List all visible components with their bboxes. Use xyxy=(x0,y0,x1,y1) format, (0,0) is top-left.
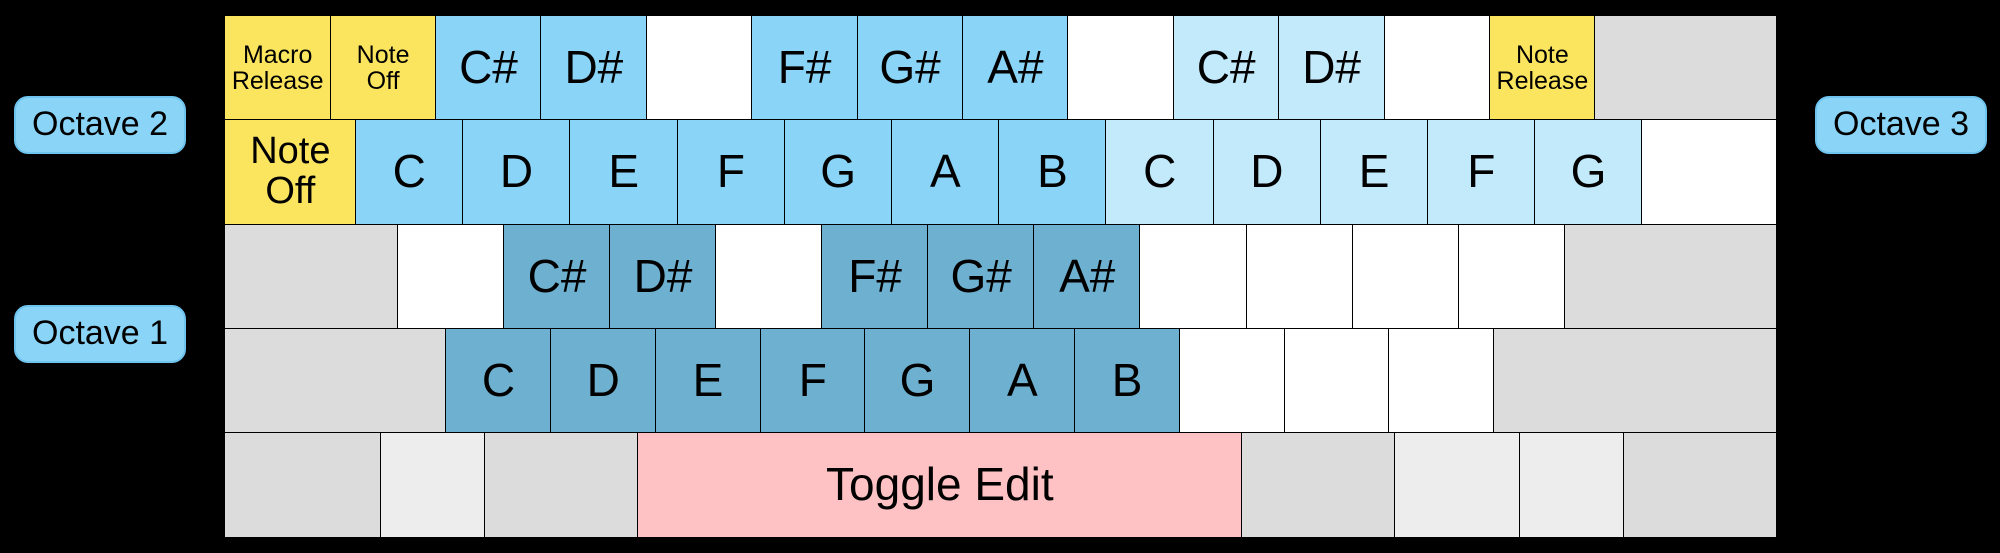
key-b[interactable]: B xyxy=(1073,327,1181,434)
row-asdf: C#D# F#G#A# xyxy=(224,223,1777,330)
octave-1-label: Octave 1 xyxy=(14,305,187,363)
key-blank-3-9 xyxy=(1283,327,1390,434)
key-e[interactable]: E xyxy=(569,119,679,226)
key-blank-0-8 xyxy=(1067,15,1175,121)
key-d[interactable]: D xyxy=(462,119,571,226)
key-blank-3-8 xyxy=(1178,327,1286,434)
octave-2-label: Octave 2 xyxy=(14,96,187,154)
key-macro-release[interactable]: Macro Release xyxy=(224,15,332,121)
key-blank-2-0 xyxy=(224,223,399,330)
key-dsharp[interactable]: D# xyxy=(609,223,717,330)
key-blank-0-13 xyxy=(1594,15,1777,121)
key-g[interactable]: G xyxy=(1534,119,1643,226)
key-blank-4-4 xyxy=(1241,432,1396,538)
key-blank-2-10 xyxy=(1351,223,1460,330)
key-asharp[interactable]: A# xyxy=(1033,223,1141,330)
key-blank-3-11 xyxy=(1493,327,1777,434)
key-dsharp[interactable]: D# xyxy=(540,15,648,121)
key-f[interactable]: F xyxy=(759,327,866,434)
key-fsharp[interactable]: F# xyxy=(751,15,859,121)
key-f[interactable]: F xyxy=(1426,119,1536,226)
key-c[interactable]: C xyxy=(1105,119,1215,226)
key-c[interactable]: C xyxy=(354,119,464,226)
key-f[interactable]: F xyxy=(676,119,786,226)
key-note-release[interactable]: Note Release xyxy=(1488,15,1596,121)
key-toggle-edit[interactable]: Toggle Edit xyxy=(636,432,1243,538)
key-blank-3-10 xyxy=(1388,327,1495,434)
key-b[interactable]: B xyxy=(998,119,1107,226)
key-blank-4-6 xyxy=(1518,432,1625,538)
key-fsharp[interactable]: F# xyxy=(821,223,929,330)
key-g[interactable]: G xyxy=(783,119,893,226)
key-csharp[interactable]: C# xyxy=(503,223,611,330)
key-c[interactable]: C xyxy=(445,327,552,434)
key-blank-4-7 xyxy=(1622,432,1777,538)
key-dsharp[interactable]: D# xyxy=(1278,15,1386,121)
key-blank-4-1 xyxy=(380,432,486,538)
key-blank-4-0 xyxy=(224,432,382,538)
octave-3-label: Octave 3 xyxy=(1815,96,1988,154)
key-g[interactable]: G xyxy=(864,327,971,434)
key-blank-0-4 xyxy=(645,15,753,121)
key-blank-1-13 xyxy=(1641,119,1777,226)
key-a[interactable]: A xyxy=(890,119,1000,226)
key-blank-2-1 xyxy=(397,223,505,330)
key-blank-2-9 xyxy=(1245,223,1354,330)
key-blank-2-8 xyxy=(1139,223,1247,330)
key-blank-3-0 xyxy=(224,327,447,434)
key-note-off[interactable]: Note Off xyxy=(224,119,357,226)
key-e[interactable]: E xyxy=(654,327,762,434)
key-d[interactable]: D xyxy=(550,327,657,434)
key-blank-0-11 xyxy=(1383,15,1491,121)
key-gsharp[interactable]: G# xyxy=(927,223,1035,330)
row-space: Toggle Edit xyxy=(224,432,1777,538)
key-blank-2-12 xyxy=(1563,223,1777,330)
key-e[interactable]: E xyxy=(1319,119,1429,226)
key-gsharp[interactable]: G# xyxy=(856,15,964,121)
key-blank-2-11 xyxy=(1457,223,1566,330)
key-csharp[interactable]: C# xyxy=(435,15,542,121)
key-blank-4-5 xyxy=(1393,432,1521,538)
key-d[interactable]: D xyxy=(1212,119,1322,226)
key-blank-2-4 xyxy=(715,223,823,330)
key-csharp[interactable]: C# xyxy=(1172,15,1280,121)
key-a[interactable]: A xyxy=(969,327,1076,434)
key-asharp[interactable]: A# xyxy=(961,15,1069,121)
key-note-off[interactable]: Note Off xyxy=(329,15,437,121)
key-blank-4-2 xyxy=(484,432,639,538)
